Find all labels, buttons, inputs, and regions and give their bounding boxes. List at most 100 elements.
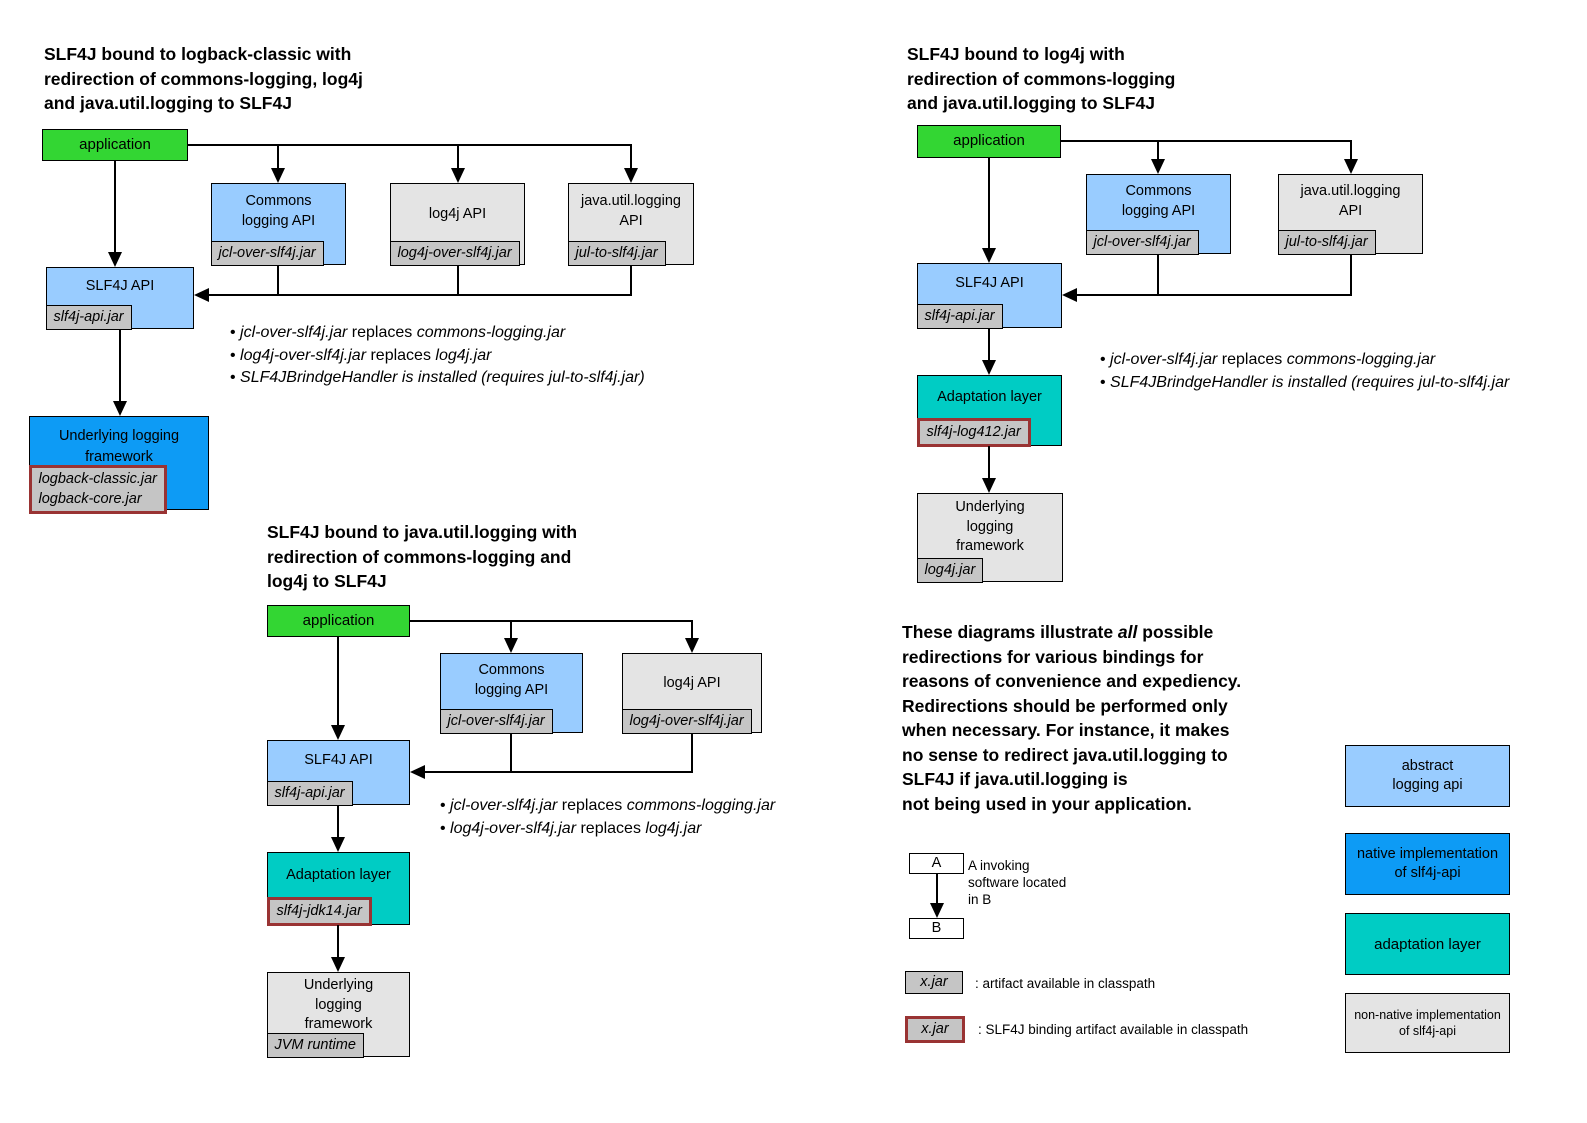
node-label: SLF4J API xyxy=(955,275,1024,291)
arrowhead-down xyxy=(930,903,944,918)
node-label: java.util.logging API xyxy=(581,193,681,229)
arrowhead-down xyxy=(1151,159,1165,174)
node-adaptation-layer: Adaptation layer slf4j-log412.jar xyxy=(916,375,1062,447)
bullet-line: log4j-over-slf4j.jar replaces log4j.jar xyxy=(440,818,775,841)
connector-line xyxy=(510,620,512,640)
bullet-line: jcl-over-slf4j.jar replaces commons-logg… xyxy=(230,322,645,345)
bullet-line: jcl-over-slf4j.jar replaces commons-logg… xyxy=(1100,349,1509,372)
node-adaptation-layer: Adaptation layer slf4j-jdk14.jar xyxy=(266,852,410,926)
connector-line xyxy=(457,265,459,296)
jar-tag: jul-to-slf4j.jar xyxy=(1277,229,1376,255)
legend-invoke-caption: A invoking software located in B xyxy=(968,858,1067,907)
connector-line xyxy=(1350,254,1352,296)
arrowhead-down xyxy=(982,478,996,493)
arrowhead-down xyxy=(108,252,122,267)
connector-line xyxy=(691,733,693,773)
bullet-line: SLF4JBrindgeHandler is installed (requir… xyxy=(230,367,645,390)
legend-box-a: A xyxy=(909,853,964,874)
bullet-line: log4j-over-slf4j.jar replaces log4j.jar xyxy=(230,345,645,368)
jar-tag-binding: slf4j-jdk14.jar xyxy=(266,896,372,926)
node-label: Commons logging API xyxy=(474,662,549,698)
connector-line xyxy=(988,328,990,362)
connector-line xyxy=(114,161,116,254)
connector-line xyxy=(277,144,279,170)
node-application: application xyxy=(917,125,1061,158)
connector-line xyxy=(337,925,339,959)
node-commons-logging-api: Commons logging API jcl-over-slf4j.jar xyxy=(1085,174,1231,255)
connector-line xyxy=(988,446,990,480)
diagram-log4j-notes: jcl-over-slf4j.jar replaces commons-logg… xyxy=(1100,349,1509,394)
legend-color-label: adaptation layer xyxy=(1374,935,1481,953)
legend-color-native-implementation: native implementation of slf4j-api xyxy=(1345,833,1510,895)
arrowhead-down xyxy=(331,725,345,740)
legend-box-b: B xyxy=(909,918,964,939)
node-slf4j-api: SLF4J API slf4j-api.jar xyxy=(45,267,194,330)
arrowhead-down xyxy=(1344,159,1358,174)
node-slf4j-api: SLF4J API slf4j-api.jar xyxy=(916,263,1062,329)
node-label: Underlying logging framework xyxy=(955,499,1025,554)
jar-tag: jul-to-slf4j.jar xyxy=(567,240,666,266)
node-label: Adaptation layer xyxy=(286,867,391,883)
legend-box-a-label: A xyxy=(931,855,942,871)
legend-color-label: abstract logging api xyxy=(1392,758,1463,793)
node-application: application xyxy=(42,129,188,161)
node-label: SLF4J API xyxy=(85,278,155,294)
jar-tag-binding: logback-classic.jar logback-core.jar xyxy=(28,465,167,514)
arrowhead-down xyxy=(504,638,518,653)
node-label: Underlying logging framework xyxy=(303,977,374,1032)
node-java-util-logging-api: java.util.logging API jul-to-slf4j.jar xyxy=(1277,174,1423,255)
arrowhead-left xyxy=(194,288,209,302)
arrowhead-down xyxy=(331,957,345,972)
connector-line xyxy=(510,733,512,773)
legend-box-b-label: B xyxy=(931,920,942,936)
arrowhead-down xyxy=(982,248,996,263)
diagram-jul-title: SLF4J bound to java.util.logging with re… xyxy=(267,522,578,591)
node-label: Commons logging API xyxy=(1121,183,1196,219)
node-application: application xyxy=(267,605,410,637)
explanation-note: These diagrams illustrate all possible r… xyxy=(902,622,1242,814)
arrowhead-down xyxy=(113,401,127,416)
connector-line xyxy=(1061,140,1352,142)
arrowhead-down xyxy=(331,837,345,852)
arrowhead-left xyxy=(410,765,425,779)
arrowhead-left xyxy=(1062,288,1077,302)
diagram-logback-title: SLF4J bound to logback-classic with redi… xyxy=(44,44,363,113)
jar-tag: slf4j-api.jar xyxy=(916,303,1003,329)
connector-line xyxy=(188,144,631,146)
jar-tag: log4j-over-slf4j.jar xyxy=(621,708,752,734)
diagram-logback-notes: jcl-over-slf4j.jar replaces commons-logg… xyxy=(230,322,645,390)
jar-tag: slf4j-api.jar xyxy=(45,304,132,330)
node-label: SLF4J API xyxy=(304,752,373,768)
node-label: java.util.logging API xyxy=(1300,183,1401,219)
arrowhead-down xyxy=(271,168,285,183)
bullet-line: SLF4JBrindgeHandler is installed (requir… xyxy=(1100,372,1509,395)
connector-line xyxy=(425,771,693,773)
legend-color-label: non-native implementation of slf4j-api xyxy=(1354,1008,1501,1038)
diagram-log4j-title: SLF4J bound to log4j with redirection of… xyxy=(907,44,1176,113)
jar-tag: jcl-over-slf4j.jar xyxy=(439,708,553,734)
bullet-line: jcl-over-slf4j.jar replaces commons-logg… xyxy=(440,795,775,818)
jar-tag: jcl-over-slf4j.jar xyxy=(210,240,324,266)
connector-line xyxy=(630,144,632,170)
node-underlying-logging-framework: Underlying logging framework log4j.jar xyxy=(916,493,1063,583)
connector-line xyxy=(209,294,632,296)
node-log4j-api: log4j API log4j-over-slf4j.jar xyxy=(389,183,525,266)
connector-line xyxy=(410,620,693,622)
connector-line xyxy=(119,329,121,403)
connector-line xyxy=(277,265,279,296)
jar-tag: log4j.jar xyxy=(916,557,984,583)
arrowhead-down xyxy=(624,168,638,183)
connector-line xyxy=(630,265,632,296)
connector-line xyxy=(457,144,459,170)
node-label: Adaptation layer xyxy=(937,389,1042,405)
connector-line xyxy=(1157,254,1159,296)
node-commons-logging-api: Commons logging API jcl-over-slf4j.jar xyxy=(210,183,346,266)
node-label: application xyxy=(79,136,151,153)
node-underlying-logging-framework: Underlying logging framework JVM runtime xyxy=(266,972,410,1058)
node-label: log4j API xyxy=(428,206,487,222)
legend-artifact-caption: : artifact available in classpath xyxy=(975,976,1156,991)
node-underlying-logging-framework: Underlying logging framework logback-cla… xyxy=(28,416,209,514)
legend-binding-tag: x.jar xyxy=(905,1016,965,1043)
connector-line xyxy=(691,620,693,640)
